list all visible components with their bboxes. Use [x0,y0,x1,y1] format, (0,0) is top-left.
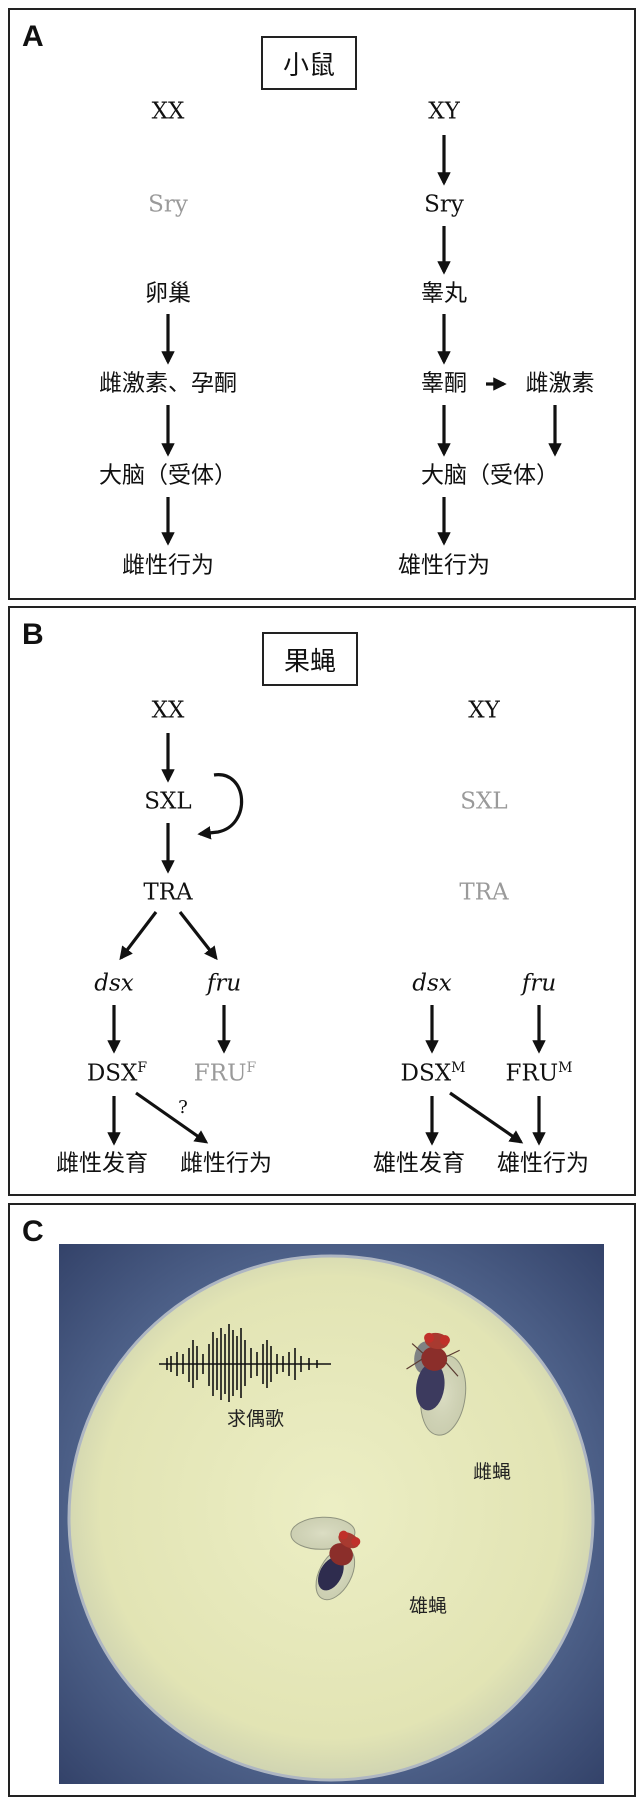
mouse-male-behavior: 雄性行为 [398,552,490,579]
fly-dsx-f: DSXF [86,1059,148,1087]
arrow-dsxm-to-male-behavior [449,1091,524,1144]
male-fly-image [290,1516,361,1601]
fly-female-development: 雌性发育 [56,1150,148,1177]
fly-sxl-male: SXL [460,788,508,815]
fly-male-development: 雄性发育 [373,1150,465,1177]
mouse-female-behavior: 雌性行为 [122,552,214,579]
fly-female-behavior: 雌性行为 [180,1150,272,1177]
mouse-xy: XY [428,98,460,125]
fly-tra-female: TRA [143,879,193,906]
arrow-tra-to-dsx [119,911,158,961]
panel-a-title: 小鼠 [261,36,357,90]
arrow-dsxf-to-female-behavior [135,1091,209,1144]
mouse-sry: Sry [424,191,464,218]
fly-sxl-female: SXL [144,788,192,815]
mouse-sry-absent: Sry [148,191,188,218]
panel-a-label: A [22,20,44,53]
courtship-song-waveform [159,1324,331,1402]
female-fly-label: 雌蝇 [473,1461,512,1483]
fly-tra-male: TRA [459,879,509,906]
fly-fru-male: fru [521,970,557,997]
male-fly-label: 雄蝇 [409,1595,448,1617]
courtship-photo-art [59,1244,604,1784]
panel-b-label: B [22,618,44,651]
panel-b-title: 果蝇 [262,632,358,686]
female-fly-image [406,1332,467,1436]
mouse-testosterone: 睾酮 [421,370,467,397]
courtship-song-label: 求偶歌 [227,1408,285,1430]
mouse-testis: 睾丸 [421,280,467,307]
mouse-xx: XX [151,98,185,125]
fly-fru-female: fru [206,970,242,997]
mouse-brain-male: 大脑（受体） [421,462,559,489]
panel-a: A 小鼠 [8,8,636,600]
courtship-photo: 雌蝇 求偶歌 雄蝇 [59,1244,604,1784]
fly-dsx-female: dsx [94,970,134,997]
fly-question-mark: ? [178,1097,188,1118]
fly-fru-f: FRUF [193,1059,257,1087]
arrow-sxl-autoregulation [197,773,244,840]
arrow-tra-to-fru [178,911,218,961]
fly-fru-m: FRUM [505,1059,573,1087]
mouse-estrogen: 雌激素 [525,370,595,397]
mouse-brain-female: 大脑（受体） [99,462,237,489]
fly-male-behavior: 雄性行为 [497,1150,589,1177]
mouse-ovary: 卵巢 [145,280,191,307]
fly-xy: XY [468,697,500,724]
fly-dsx-m: DSXM [400,1059,466,1087]
fly-dsx-male: dsx [412,970,452,997]
fly-xx: XX [151,697,185,724]
panel-c-label: C [22,1215,44,1248]
mouse-estrogen-progesterone: 雌激素、孕酮 [99,370,237,397]
